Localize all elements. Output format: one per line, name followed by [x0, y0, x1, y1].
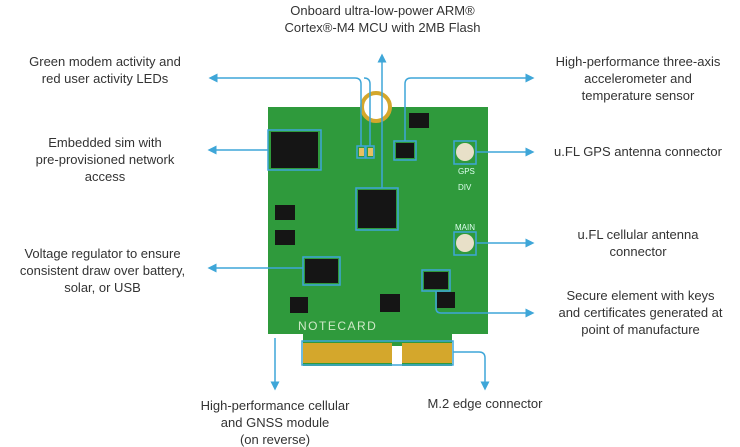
callout-line: Green modem activity and	[29, 54, 181, 69]
mcu-chip	[358, 190, 396, 228]
callout-line: consistent draw over battery,	[19, 263, 186, 278]
callout-line: Embedded sim with	[48, 135, 162, 150]
callout-line: red user activity LEDs	[41, 71, 169, 86]
callout-line: connector	[609, 244, 667, 259]
voltage-regulator-chip	[305, 259, 338, 283]
callout-gps: u.FL GPS antenna connector	[538, 143, 738, 160]
callout-m2-connector: M.2 edge connector	[420, 395, 550, 412]
gps-ufl-connector	[456, 143, 474, 161]
led-red	[368, 148, 373, 156]
callout-mcu: Onboard ultra-low-power ARM® Cortex®-M4 M…	[280, 2, 485, 36]
callout-line: solar, or USB	[64, 280, 141, 295]
callout-line: u.FL cellular antenna	[577, 227, 699, 242]
secure-element-chip	[424, 272, 448, 289]
callout-line: Onboard ultra-low-power ARM®	[290, 3, 475, 18]
callout-line: accelerometer and	[584, 71, 692, 86]
main-silk-label: MAIN	[455, 223, 475, 232]
callout-cellular-antenna: u.FL cellular antenna connector	[538, 226, 738, 260]
led-green	[359, 148, 364, 156]
callout-voltage-regulator: Voltage regulator to ensure consistent dr…	[0, 245, 205, 296]
callout-line: temperature sensor	[581, 88, 695, 103]
callout-line: access	[84, 169, 126, 184]
callout-line: (on reverse)	[239, 432, 311, 447]
callout-line: M.2 edge connector	[427, 396, 543, 411]
callout-line: and certificates generated at	[558, 305, 723, 320]
accelerometer-chip	[396, 143, 414, 158]
callout-line: High-performance three-axis	[555, 54, 721, 69]
board-silk-name: NOTECARD	[298, 319, 377, 333]
sim-chip	[271, 132, 318, 168]
circuit-board	[267, 91, 488, 366]
callout-line: Secure element with keys	[566, 288, 715, 303]
callout-line: u.FL GPS antenna connector	[554, 144, 722, 159]
callout-line: Voltage regulator to ensure	[24, 246, 181, 261]
callout-lines	[207, 53, 535, 391]
edge-connector-left	[303, 343, 392, 363]
div-silk-label: DIV	[458, 183, 472, 192]
callout-line: pre-provisioned network	[35, 152, 175, 167]
callout-line: and GNSS module	[220, 415, 330, 430]
callout-accelerometer: High-performance three-axis accelerometer…	[538, 53, 738, 104]
callout-cellular-module: High-performance cellular and GNSS module…	[175, 397, 375, 447]
callout-line: Cortex®-M4 MCU with 2MB Flash	[284, 20, 481, 35]
callout-secure-element: Secure element with keys and certificates…	[538, 287, 740, 338]
callout-sim: Embedded sim with pre-provisioned network…	[5, 134, 205, 185]
callout-leds: Green modem activity and red user activit…	[5, 53, 205, 87]
gps-silk-label: GPS	[458, 167, 475, 176]
main-ufl-connector	[456, 234, 474, 252]
edge-connector-right	[402, 343, 452, 363]
callout-line: point of manufacture	[581, 322, 700, 337]
callout-line: High-performance cellular	[200, 398, 350, 413]
